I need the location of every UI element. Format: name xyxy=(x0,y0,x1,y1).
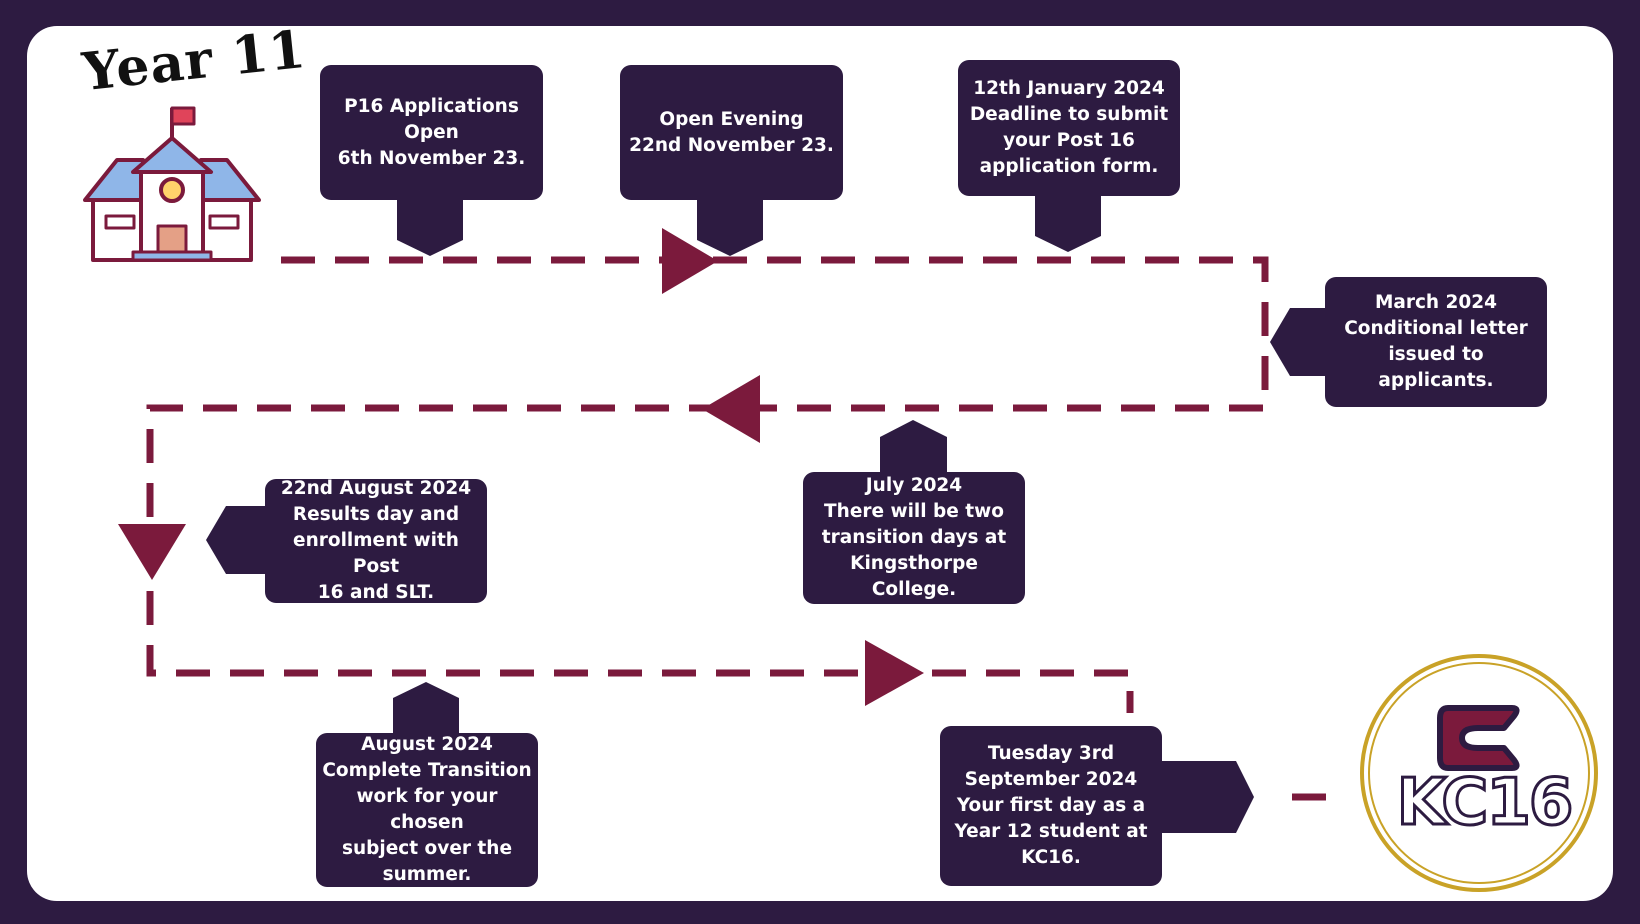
step-p16-applications-open: P16 Applications Open 6th November 23. xyxy=(320,65,543,200)
kc16-logo xyxy=(1360,654,1598,892)
arrow-down-icon xyxy=(118,524,186,580)
callout-pointer xyxy=(1270,308,1326,376)
step-first-day: Tuesday 3rd September 2024 Your first da… xyxy=(940,726,1162,886)
kc16-logo-text: KC16 xyxy=(1395,765,1575,842)
arrow-right-icon xyxy=(662,228,718,294)
callout-pointer xyxy=(880,420,947,474)
arrow-right-icon xyxy=(865,640,924,706)
step-summer-transition-work: August 2024 Complete Transition work for… xyxy=(316,733,538,887)
step-open-evening: Open Evening 22nd November 23. xyxy=(620,65,843,200)
callout-pointer xyxy=(206,506,266,574)
callout-pointer xyxy=(1035,190,1101,252)
callout-pointer xyxy=(393,682,459,735)
dashed-route xyxy=(146,256,1328,801)
callout-pointer xyxy=(1155,761,1254,833)
callout-pointer xyxy=(397,195,463,256)
school-building-icon xyxy=(83,106,261,262)
callout-pointer xyxy=(697,195,763,256)
step-application-deadline: 12th January 2024 Deadline to submit you… xyxy=(958,60,1180,196)
arrow-left-icon xyxy=(702,375,760,443)
step-results-day: 22nd August 2024 Results day and enrollm… xyxy=(265,478,487,603)
step-conditional-letter: March 2024 Conditional letter issued to … xyxy=(1325,277,1547,407)
step-transition-days: July 2024 There will be two transition d… xyxy=(803,472,1025,604)
